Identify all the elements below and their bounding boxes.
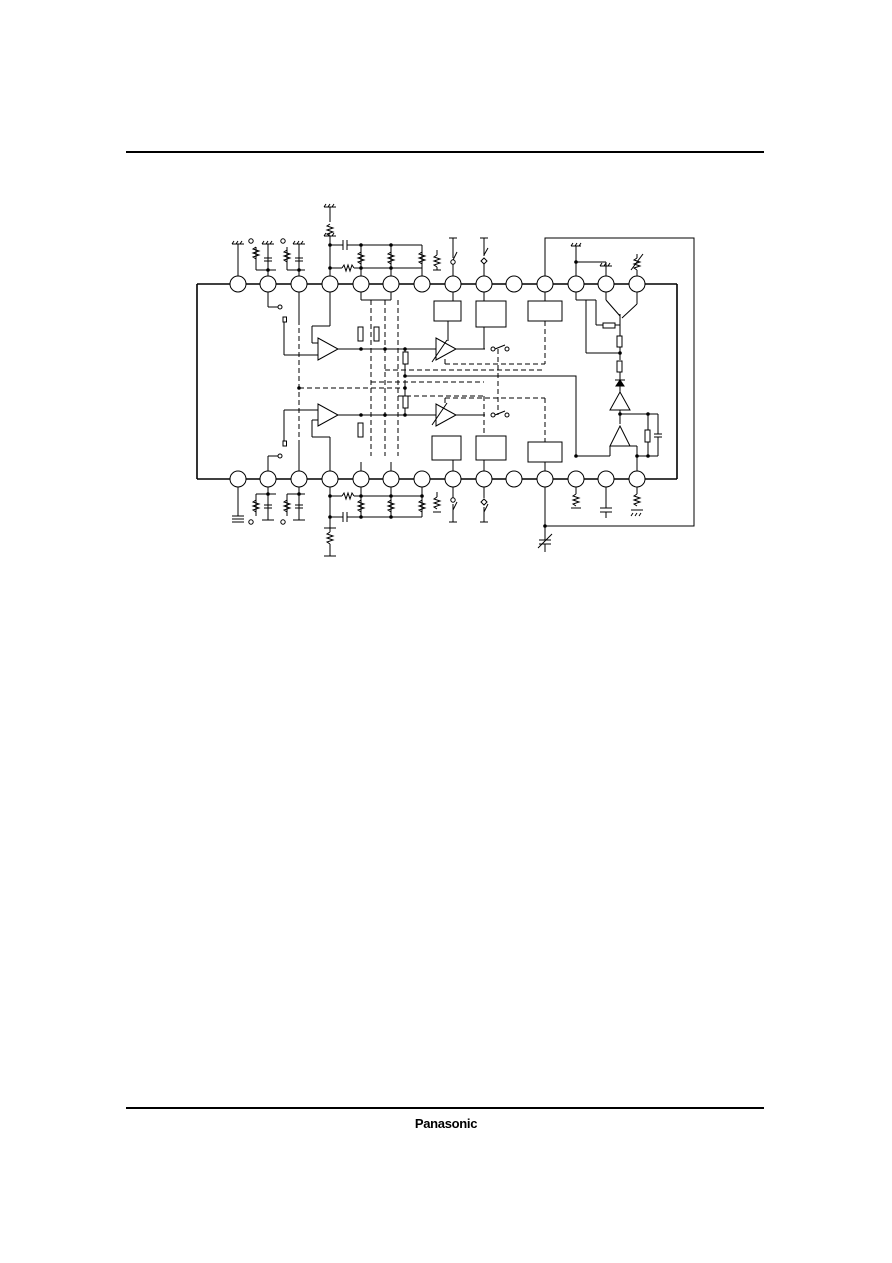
pin-bottom-9 xyxy=(475,470,493,488)
brand-logo: Panasonic xyxy=(414,1116,478,1131)
junction-dots xyxy=(266,243,650,528)
header-rule xyxy=(126,151,764,153)
attenuator-upper xyxy=(435,337,458,361)
pin-top-7 xyxy=(413,275,431,293)
pin-bottom-6 xyxy=(382,470,400,488)
pin-bottom-14 xyxy=(628,470,646,488)
pin-bottom-3 xyxy=(290,470,308,488)
pin-top-8 xyxy=(444,275,462,293)
block-diagram xyxy=(196,203,695,557)
pin-top-3 xyxy=(290,275,308,293)
dashed-connections xyxy=(298,300,546,456)
pin-top-14 xyxy=(628,275,646,293)
bottom-pin-row xyxy=(229,470,646,488)
block-lower-left xyxy=(431,435,462,461)
external-components-bottom xyxy=(232,487,643,557)
pin-bottom-5 xyxy=(352,470,370,488)
pin-bottom-11 xyxy=(536,470,554,488)
block-upper-left xyxy=(433,300,462,322)
pin-top-12 xyxy=(567,275,585,293)
pin-top-1 xyxy=(229,275,247,293)
buffer-lower xyxy=(609,424,631,447)
pin-top-4 xyxy=(321,275,339,293)
block-lower-right xyxy=(527,441,563,463)
block-upper-mid xyxy=(475,300,507,328)
pin-top-6 xyxy=(382,275,400,293)
channel-upper xyxy=(267,292,563,376)
block-lower-mid xyxy=(475,435,507,461)
pin-bottom-10 xyxy=(505,470,523,488)
pin-bottom-12 xyxy=(567,470,585,488)
amplifier-upper xyxy=(317,337,340,361)
external-components-top xyxy=(231,203,644,276)
pin-top-11 xyxy=(536,275,554,293)
pin-bottom-7 xyxy=(413,470,431,488)
buffer-upper xyxy=(609,390,631,411)
block-upper-right xyxy=(527,300,563,322)
pin-top-13 xyxy=(597,275,615,293)
pin-bottom-13 xyxy=(597,470,615,488)
pin-bottom-8 xyxy=(444,470,462,488)
amplifier-lower xyxy=(317,403,340,427)
regulator-section xyxy=(575,292,662,471)
pin-top-2 xyxy=(259,275,277,293)
attenuator-lower xyxy=(435,403,458,427)
pin-top-9 xyxy=(475,275,493,293)
pin-top-5 xyxy=(352,275,370,293)
pin-top-10 xyxy=(505,275,523,293)
pin-bottom-2 xyxy=(259,470,277,488)
external-loop xyxy=(544,237,695,527)
pin-bottom-1 xyxy=(229,470,247,488)
channel-lower xyxy=(267,380,563,471)
pin-bottom-4 xyxy=(321,470,339,488)
footer-rule xyxy=(126,1107,764,1109)
